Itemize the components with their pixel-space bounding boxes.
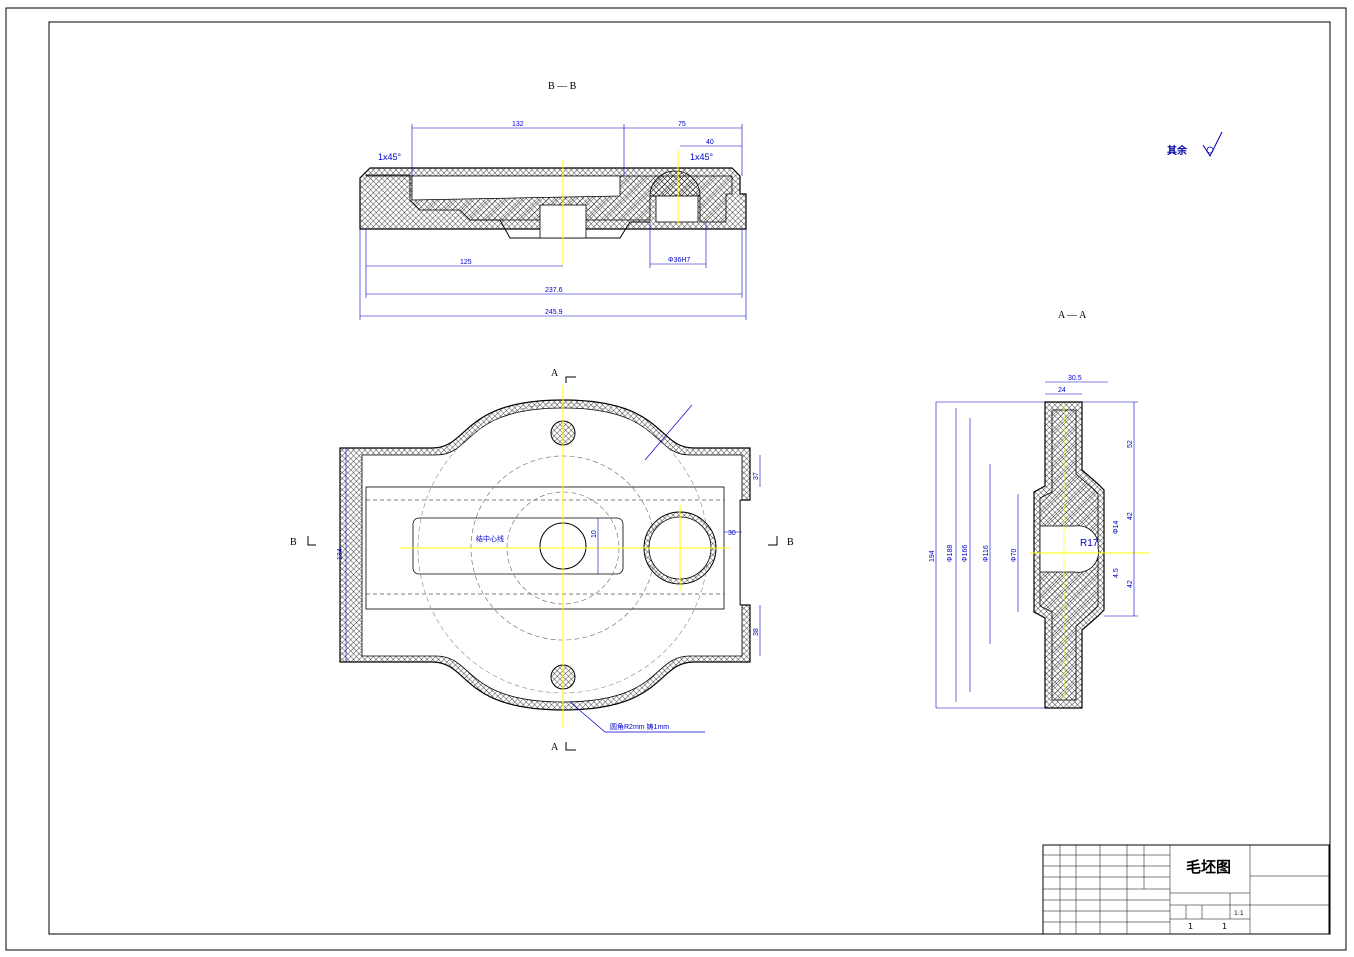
section-bb-view: B — B 1x45° 1x45°: [359, 81, 747, 320]
title-block: 毛坯图 1:1 1 1: [1042, 844, 1330, 935]
section-bb-hole: [655, 195, 699, 223]
sheet-total: 1: [1188, 922, 1193, 931]
sheet-no: 1: [1222, 922, 1227, 931]
section-aa-radius: R17: [1080, 538, 1099, 549]
surface-note: 其余: [1167, 131, 1223, 158]
section-aa-view: A — A R17 30.5 24 Φ188 Φ166 Φ116: [929, 310, 1150, 709]
inner-frame: [48, 21, 1331, 935]
aa-dim-30-5: 30.5: [1068, 375, 1082, 382]
dim-125: 125: [460, 259, 472, 266]
plan-view: 结中心线 A A B B 圆角R2mm 铸1mm 134 37 38 10 30: [290, 368, 794, 753]
plan-dim-38: 38: [753, 628, 760, 636]
plan-leader-note: 圆角R2mm 铸1mm: [610, 722, 669, 731]
drawing-name: 毛坯图: [1186, 858, 1231, 876]
dim-75: 75: [678, 121, 686, 128]
mark-a-top: A: [551, 368, 559, 379]
section-aa-bore: [1039, 525, 1099, 573]
aa-dim-phi166: Φ166: [962, 545, 969, 562]
surface-note-text: 其余: [1167, 144, 1188, 157]
aa-dim-phi14: Φ14: [1113, 521, 1120, 534]
dim-phi36h7: Φ36H7: [668, 257, 690, 264]
mark-a-bottom: A: [551, 742, 559, 753]
aa-dim-phi188: Φ188: [947, 545, 954, 562]
chamfer-right-label: 1x45°: [690, 152, 714, 162]
aa-dim-phi70: Φ70: [1011, 549, 1018, 562]
dim-245-9: 245.9: [545, 309, 563, 316]
section-aa-title: A — A: [1058, 310, 1087, 321]
plan-dim-10: 10: [591, 530, 598, 538]
outer-frame: [5, 7, 1347, 951]
dim-237-6: 237.6: [545, 287, 563, 294]
plan-center-label: 结中心线: [476, 534, 504, 543]
plan-dim-37: 37: [753, 472, 760, 480]
aa-dim-42-b: 42: [1127, 580, 1134, 588]
mark-b-right: B: [787, 537, 794, 548]
chamfer-left-label: 1x45°: [378, 152, 402, 162]
aa-dim-194: 194: [929, 550, 936, 562]
aa-dim-52: 52: [1127, 440, 1134, 448]
dim-132: 132: [512, 121, 524, 128]
aa-dim-phi116: Φ116: [983, 545, 990, 562]
section-bb-title: B — B: [548, 81, 577, 92]
drawing-scale: 1:1: [1234, 910, 1244, 917]
plan-inner-slot: [412, 517, 624, 575]
aa-dim-42-a: 42: [1127, 512, 1134, 520]
roughness-symbol-icon: [1202, 131, 1223, 158]
aa-dim-24: 24: [1058, 387, 1066, 394]
plan-dim-30: 30: [728, 530, 736, 537]
dim-40: 40: [706, 139, 714, 146]
plan-dim-134: 134: [337, 548, 344, 560]
mark-b-left: B: [290, 537, 297, 548]
aa-dim-4-5: 4.5: [1113, 568, 1120, 578]
section-bb-sphere: [649, 170, 701, 197]
section-bb-cavity: [411, 175, 621, 201]
